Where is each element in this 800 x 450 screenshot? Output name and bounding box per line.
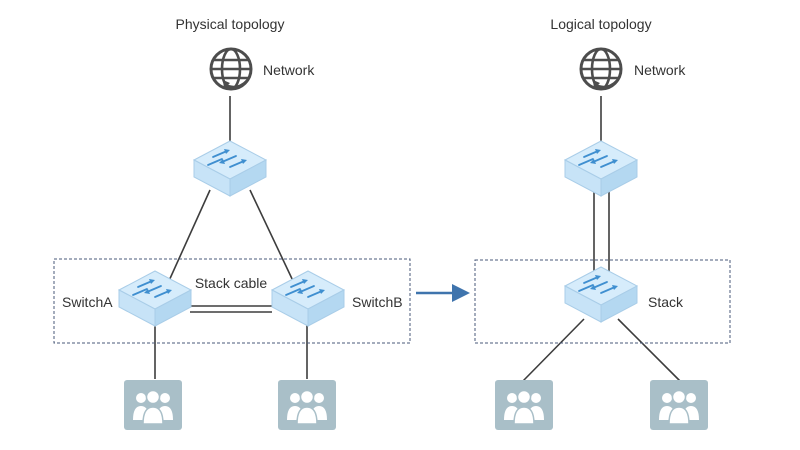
- arrow-right-icon: [416, 284, 470, 302]
- stack-switch-icon: [564, 266, 638, 323]
- stack-cable: [190, 305, 272, 313]
- switch-b-icon: [271, 270, 345, 327]
- physical-core-switch-icon: [193, 140, 267, 197]
- switch-a-icon: [118, 270, 192, 327]
- logical-user-group-b-icon: [649, 379, 709, 431]
- logical-link-stack-users-a: [522, 318, 585, 382]
- logical-topology-title: Logical topology: [550, 16, 651, 32]
- switch-b-label: SwitchB: [352, 294, 403, 310]
- logical-network-label: Network: [634, 62, 686, 78]
- physical-stack-frame: [53, 258, 411, 344]
- physical-link-core-switcha: [167, 189, 211, 284]
- physical-user-group-b-icon: [277, 379, 337, 431]
- logical-stack-frame: [474, 259, 731, 344]
- switch-a-label: SwitchA: [62, 294, 113, 310]
- logical-link-stack-users-b: [617, 318, 681, 382]
- physical-link-core-switchb: [249, 189, 295, 284]
- logical-user-group-a-icon: [494, 379, 554, 431]
- physical-network-label: Network: [263, 62, 315, 78]
- physical-network-globe-icon: [209, 47, 253, 91]
- logical-core-switch-icon: [564, 140, 638, 197]
- stack-label: Stack: [648, 294, 684, 310]
- logical-network-globe-icon: [579, 47, 623, 91]
- stack-cable-label: Stack cable: [195, 275, 268, 291]
- physical-topology-title: Physical topology: [176, 16, 285, 32]
- physical-user-group-a-icon: [123, 379, 183, 431]
- logical-link-core-stack: [593, 192, 610, 284]
